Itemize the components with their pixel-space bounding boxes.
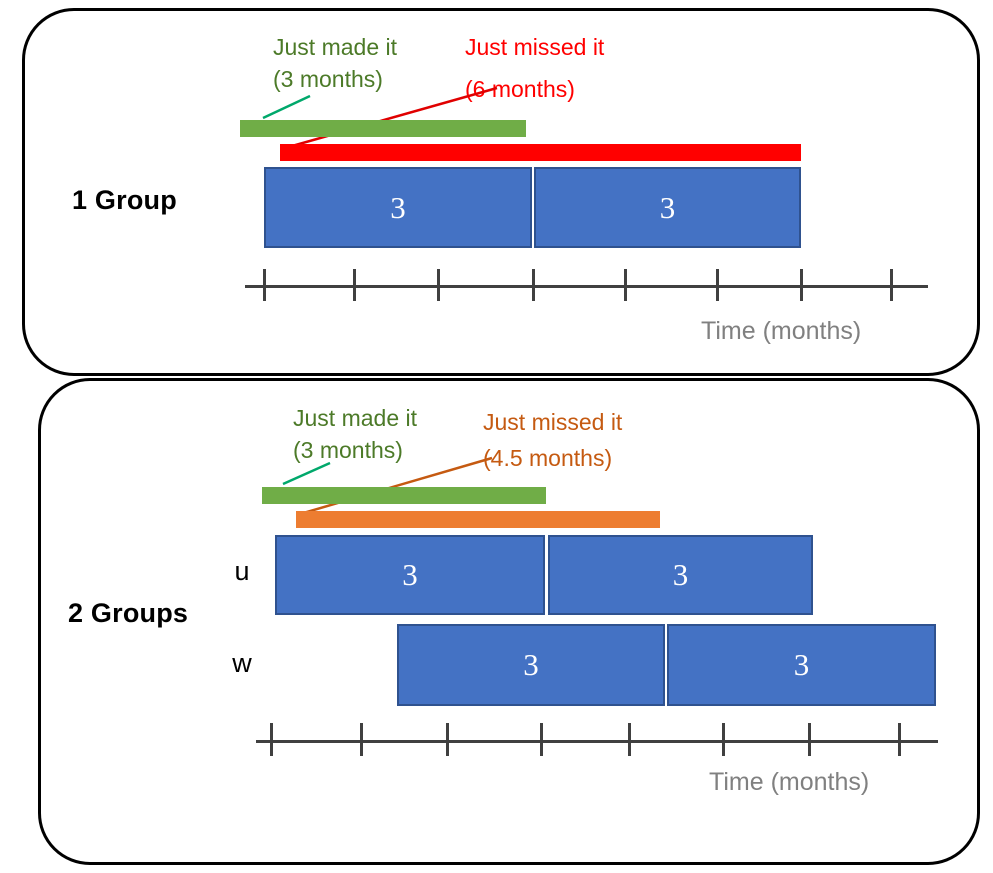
axis-tick — [716, 269, 719, 301]
row-label-u: u — [234, 556, 250, 586]
leader-line-green-panel-one — [262, 94, 311, 120]
axis-tick — [898, 723, 901, 756]
axis-tick — [353, 269, 356, 301]
callout-just-made-it-line2-panel-one: (3 months) — [273, 66, 383, 92]
red-deadline-bar-panel-one — [280, 144, 801, 161]
green-deadline-bar-panel-two — [262, 487, 546, 504]
axis-tick — [532, 269, 535, 301]
axis-tick — [722, 723, 725, 756]
task-bar-label: 3 — [523, 647, 539, 682]
task-bar-label: 3 — [390, 189, 406, 225]
callout-just-made-it-line1-panel-two: Just made it — [293, 405, 417, 431]
axis-caption-panel-two: Time (months) — [709, 768, 870, 796]
task-bar-label: 3 — [672, 557, 689, 592]
task-bar[interactable]: 3 — [548, 535, 813, 615]
axis-caption-panel-one: Time (months) — [701, 317, 862, 345]
axis-tick — [263, 269, 266, 301]
axis-tick — [890, 269, 893, 301]
time-axis-panel-one — [245, 285, 928, 288]
panel-one-group-label: 1 Group — [72, 185, 177, 215]
task-bar[interactable]: 3 — [264, 167, 532, 248]
callout-just-missed-it-line1-panel-two: Just missed it — [483, 409, 623, 435]
callout-just-missed-it-line2-panel-one: (6 months) — [465, 76, 575, 102]
task-bar-label: 3 — [659, 189, 676, 225]
axis-tick — [360, 723, 363, 756]
callout-just-made-it-line2-panel-two: (3 months) — [293, 437, 403, 463]
callout-just-made-it-line1-panel-one: Just made it — [273, 34, 397, 60]
leader-line-orange-panel-two — [299, 456, 493, 516]
axis-tick — [270, 723, 273, 756]
axis-tick — [437, 269, 440, 301]
green-deadline-bar-panel-one — [240, 120, 526, 137]
axis-tick — [800, 269, 803, 301]
leader-line-green-panel-two — [282, 461, 331, 486]
callout-just-missed-it-line2-panel-two: (4.5 months) — [483, 445, 613, 471]
task-bar[interactable]: 3 — [667, 624, 936, 706]
row-label-w: w — [232, 648, 252, 678]
axis-tick — [446, 723, 449, 756]
axis-tick — [628, 723, 631, 756]
task-bar-label: 3 — [793, 647, 810, 682]
orange-deadline-bar-panel-two — [296, 511, 660, 528]
task-bar[interactable]: 3 — [275, 535, 545, 615]
panel-two-groups-label: 2 Groups — [68, 598, 189, 628]
time-axis-panel-two — [256, 740, 938, 743]
callout-just-missed-it-line1-panel-one: Just missed it — [465, 34, 605, 60]
task-bar[interactable]: 3 — [397, 624, 665, 706]
axis-tick — [808, 723, 811, 756]
leader-line-red-panel-one — [284, 86, 498, 150]
task-bar[interactable]: 3 — [534, 167, 801, 248]
axis-tick — [540, 723, 543, 756]
task-bar-label: 3 — [402, 557, 418, 592]
panel-two-groups — [38, 378, 980, 865]
axis-tick — [624, 269, 627, 301]
